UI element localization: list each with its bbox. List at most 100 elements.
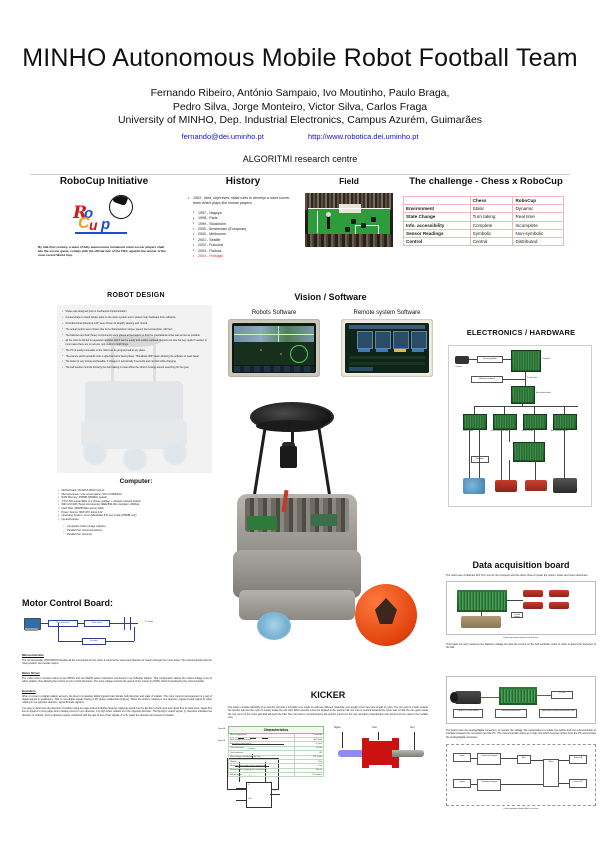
- daq-title: Data acquisition board: [472, 560, 570, 570]
- kicker-control-label: Kicker control: [522, 430, 534, 432]
- history-panel: History 1993 - Idea, objectives, initial…: [188, 176, 298, 259]
- wire-14: [534, 428, 535, 442]
- characteristic-value: 22 centim.: [294, 771, 324, 778]
- email-link[interactable]: fernando@dei.uminho.pt: [181, 131, 264, 141]
- row-header-cell: Info. accessibility: [403, 220, 471, 230]
- mirror-support-left: [252, 426, 267, 500]
- motor-section-heading: Encoders: [22, 688, 36, 693]
- robot-ghost-illustration: [75, 335, 193, 471]
- wire-10: [469, 428, 470, 478]
- kicker-control-block: [523, 414, 547, 430]
- vision-dot-2: [280, 353, 282, 355]
- ff-label-q: Q: [274, 790, 276, 792]
- flipflop-box: [246, 782, 272, 808]
- vision-dot-1: [260, 349, 262, 351]
- bd-wire-5: [531, 760, 543, 761]
- board-pcb-photo: [499, 687, 537, 705]
- motor-actuator-icon: [463, 478, 485, 494]
- coil-flange-left: [362, 737, 369, 768]
- wire-5: [522, 402, 523, 406]
- remote-label-4: [412, 349, 424, 352]
- computer-spec-list: Motherboard: VIA EPIA M933 mini-itxMicro…: [58, 489, 214, 521]
- conv-engine-2: Conversion Engine: [477, 779, 501, 792]
- battery-photo-4: [549, 602, 569, 610]
- challenge-title: The challenge - Chess x RoboCup: [409, 176, 563, 187]
- computer-spec-item: 1 PCI Slot expandable to 2 (frame grabbe…: [58, 500, 214, 504]
- computer-spec-item: Microprocessor: Low consumption (VIA C3 …: [58, 492, 214, 497]
- table-cell: Turn taking: [469, 212, 514, 222]
- website-link[interactable]: http://www.robotica.dei.uminho.pt: [307, 131, 419, 141]
- bd-wire-1: [471, 758, 477, 759]
- bus-line: [474, 406, 578, 407]
- daq-note: This board not only measures the batteri…: [446, 642, 596, 650]
- board-figure-caption: Data acquisition board block structure: [503, 807, 539, 810]
- computer-spec-item: RAM Memory: 256MB (266MHz speed): [58, 496, 214, 500]
- robots-software-caption: Robots Software: [251, 310, 297, 316]
- computer-io-item: Composite Video (image capture): [58, 525, 214, 529]
- ghost-wheel-right: [163, 441, 187, 465]
- coil-body: [366, 740, 396, 765]
- driver-block: Motor driver: [84, 620, 110, 627]
- logo-letter-o: o: [84, 205, 94, 222]
- remote-titlebar: [349, 325, 425, 329]
- ff-label-clk: CLK: [248, 798, 252, 800]
- design-bullet: The kicker is very strong and feasible. …: [62, 360, 207, 364]
- micro-block-daq: Micro: [543, 759, 559, 788]
- poster-header: MINHO Autonomous Mobile Robot Football T…: [0, 0, 600, 175]
- history-item: 2004 - Portugal: [193, 254, 298, 260]
- ghost-wheel-left: [83, 441, 107, 465]
- battery-photo-1: [523, 590, 543, 598]
- ghost-post-left: [111, 345, 114, 385]
- conv-engine-1: Conversion Engine: [477, 753, 501, 766]
- orange-soccer-ball: [355, 584, 417, 646]
- daq-board-photo: [457, 590, 507, 613]
- history-item: 2000 - Melbourne: [193, 232, 298, 238]
- author-list: Fernando Ribeiro, António Sampaio, Ivo M…: [0, 87, 600, 128]
- crowd-top: [305, 193, 393, 210]
- board-board-label: Data acquisition board: [495, 709, 527, 718]
- wire-15: [564, 428, 565, 480]
- board-wire-red-2: [537, 695, 551, 696]
- wave-label-b: Signal B: [218, 740, 226, 742]
- soccer-ball-icon: [109, 195, 133, 219]
- robocup-initiative-panel: RoboCup Initiative R o C u p By mid-21st…: [38, 176, 170, 258]
- table-cell: Non-symbolic: [512, 228, 564, 238]
- electronics-hardware-panel: ELECTRONICS / HARDWARE Frame grabber Com…: [448, 328, 594, 507]
- motor-section-body: When it comes to digital rotation sensor…: [22, 694, 212, 705]
- authors-line-1: Fernando Ribeiro, António Sampaio, Ivo M…: [150, 87, 450, 99]
- camera-icon: [455, 356, 469, 364]
- table-cell: Static: [469, 204, 514, 214]
- bd-wire-2: [471, 784, 477, 785]
- camera-body: [280, 446, 297, 468]
- kicker-panel: KICKER The kicker consists basically of …: [228, 690, 428, 778]
- field-panel: Field: [305, 176, 393, 247]
- robot-design-panel: ROBOT DESIGN Shape was designed prior to…: [57, 292, 215, 473]
- crt-screen-right: [345, 323, 429, 373]
- characteristic-name: Ball diameter: [228, 771, 295, 778]
- pc-base: [25, 628, 38, 631]
- motor-control-panel: Motor Control Board: Microcontroller Mot…: [22, 598, 284, 808]
- daq-intro: The robot uses 4 batteries 12V 7Ah, one …: [446, 574, 589, 577]
- kicker-title: KICKER: [310, 690, 346, 700]
- inputs-block-1: Inputs: [453, 753, 471, 763]
- wire-8: [534, 406, 535, 414]
- motor-block: DC Motor: [138, 620, 160, 627]
- bd-wire-7: [559, 783, 569, 784]
- authors-line-2: Pedro Silva, Jorge Monteiro, Victor Silv…: [172, 100, 428, 113]
- omnidirectional-wheel: [257, 612, 291, 640]
- bd-wire-4: [501, 784, 543, 785]
- robot-marker-1: [351, 219, 356, 224]
- daq-wire-2: [481, 612, 482, 617]
- nylon-rod: [338, 749, 372, 757]
- history-item: 2003 - Padova: [193, 248, 298, 254]
- history-item: 2000 - Amsterdam (European): [193, 227, 298, 233]
- remote-software-monitor: Remote system Software: [341, 310, 433, 377]
- acquisition-label: Acquisition board: [536, 392, 551, 394]
- page-title: MINHO Autonomous Mobile Robot Football T…: [22, 44, 578, 72]
